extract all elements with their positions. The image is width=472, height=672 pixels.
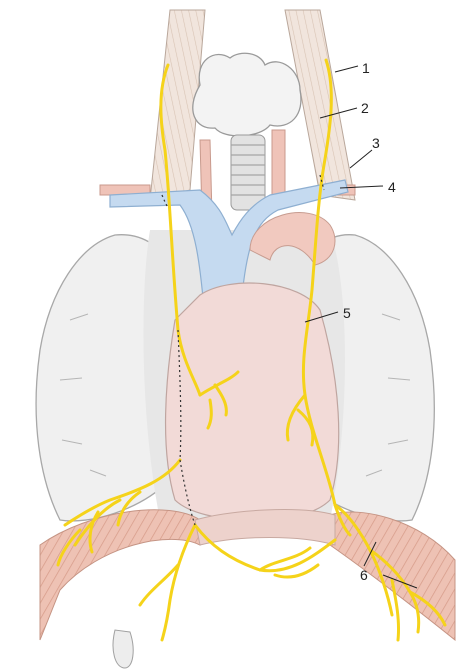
leader-3 [350, 150, 372, 168]
diaphragm-right [330, 512, 455, 640]
label-2: 2 [361, 100, 369, 116]
thyroid [193, 53, 301, 136]
label-5: 5 [343, 305, 351, 321]
diaphragm-central [195, 510, 335, 545]
label-6: 6 [360, 567, 368, 583]
heart [166, 283, 339, 521]
trachea [231, 135, 265, 210]
label-1: 1 [362, 60, 370, 76]
label-4: 4 [388, 179, 396, 195]
carotid-left [272, 130, 285, 200]
label-3: 3 [372, 135, 380, 151]
leader-1 [335, 66, 358, 72]
